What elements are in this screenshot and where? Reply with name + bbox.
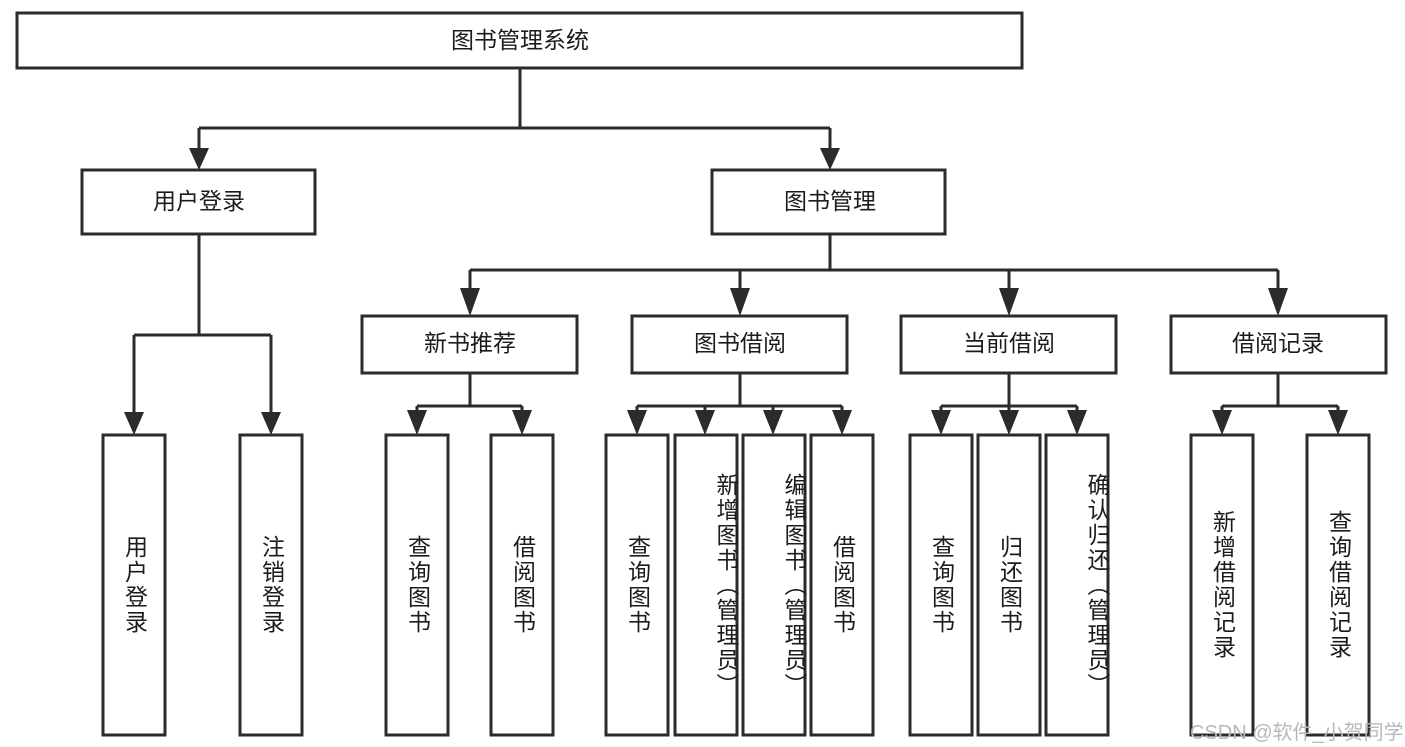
node-leaf-return-book[interactable]: [976, 433, 1042, 737]
node-book-borrow-label: 图书借阅: [694, 330, 786, 356]
node-leaf-query-book-current[interactable]: [908, 433, 974, 737]
arrow-records-leaf-2: [1328, 410, 1348, 435]
node-current-borrow-label: 当前借阅: [963, 330, 1055, 356]
node-borrow-records[interactable]: [1169, 314, 1388, 375]
node-leaf-add-borrow-record[interactable]: [1189, 433, 1255, 737]
node-book-borrow[interactable]: [630, 314, 849, 375]
arrow-current-leaf-2: [999, 410, 1019, 435]
arrow-borrow-leaf-4: [832, 410, 852, 435]
node-leaf-user-login[interactable]: [101, 433, 167, 737]
node-leaf-query-book-borrow[interactable]: [604, 433, 670, 737]
node-leaf-edit-book-admin[interactable]: [741, 433, 807, 737]
arrow-login-leaf-1: [124, 412, 144, 435]
arrow-root-to-bookmgmt: [820, 148, 840, 170]
node-leaf-query-borrow-record[interactable]: [1305, 433, 1371, 737]
node-leaf-borrow-book-rec[interactable]: [489, 433, 555, 737]
node-leaf-add-book-admin[interactable]: [673, 433, 739, 737]
arrow-borrow-leaf-2: [695, 410, 715, 435]
node-new-book-recommend-label: 新书推荐: [424, 330, 516, 356]
arrow-borrow-leaf-1: [627, 410, 647, 435]
arrow-newbook-leaf-1: [407, 410, 427, 435]
node-layer: 图书管理系统 用户登录 图书管理 新书推荐 图书借阅 当前借阅 借阅记录: [15, 11, 1388, 737]
connector-layer: [124, 68, 1348, 435]
node-root-label: 图书管理系统: [451, 27, 589, 53]
node-current-borrow[interactable]: [899, 314, 1118, 375]
node-user-login[interactable]: [80, 168, 317, 236]
node-leaf-query-book-rec[interactable]: [384, 433, 450, 737]
arrow-bookmgmt-to-borrow: [730, 288, 750, 316]
arrow-current-leaf-3: [1067, 410, 1087, 435]
node-borrow-records-label: 借阅记录: [1232, 330, 1324, 356]
node-leaf-logout[interactable]: [238, 433, 304, 737]
arrow-login-leaf-2: [261, 412, 281, 435]
arrow-borrow-leaf-3: [763, 410, 783, 435]
arrow-bookmgmt-to-current: [999, 288, 1019, 316]
arrow-current-leaf-1: [931, 410, 951, 435]
node-book-management-label: 图书管理: [784, 188, 876, 214]
node-new-book-recommend[interactable]: [360, 314, 579, 375]
arrow-newbook-leaf-2: [512, 410, 532, 435]
node-user-login-label: 用户登录: [153, 188, 245, 214]
node-leaf-borrow-book[interactable]: [809, 433, 875, 737]
node-leaf-confirm-return-admin[interactable]: [1044, 433, 1110, 737]
arrow-root-to-login: [189, 148, 209, 170]
node-root[interactable]: [15, 11, 1024, 70]
arrow-bookmgmt-to-newbook: [460, 288, 480, 316]
arrow-bookmgmt-to-records: [1268, 288, 1288, 316]
node-book-management[interactable]: [710, 168, 947, 236]
arrow-records-leaf-1: [1212, 410, 1232, 435]
